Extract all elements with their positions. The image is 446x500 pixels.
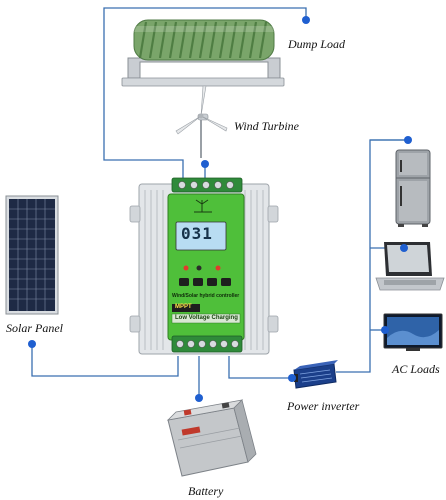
wind-turbine bbox=[176, 86, 227, 158]
node-tv bbox=[381, 326, 389, 334]
laptop-icon bbox=[376, 242, 444, 290]
hybrid-controller bbox=[130, 178, 278, 354]
controller-title: Wind/Solar hybrid controller bbox=[172, 293, 239, 299]
node-battery bbox=[195, 394, 203, 402]
refrigerator-icon bbox=[396, 150, 430, 227]
node-laptop bbox=[400, 244, 408, 252]
label-power-inverter: Power inverter bbox=[287, 399, 359, 414]
label-dump-load: Dump Load bbox=[288, 37, 345, 52]
node-inverter bbox=[288, 374, 296, 382]
label-solar-panel: Solar Panel bbox=[6, 321, 63, 336]
solar-panel bbox=[6, 196, 58, 314]
power-inverter-icon bbox=[294, 360, 338, 388]
tv-icon bbox=[384, 314, 442, 351]
node-dump-load bbox=[302, 16, 310, 24]
label-battery: Battery bbox=[188, 484, 223, 499]
node-solar-panel bbox=[28, 340, 36, 348]
label-ac-loads: AC Loads bbox=[392, 362, 440, 377]
node-fridge bbox=[404, 136, 412, 144]
lcd-reading: 031 bbox=[181, 224, 213, 243]
wire-inverter bbox=[229, 356, 292, 378]
node-wind-turbine bbox=[201, 160, 209, 168]
label-wind-turbine: Wind Turbine bbox=[234, 119, 299, 134]
battery-icon bbox=[168, 400, 256, 476]
controller-mode: Low Voltage Charging bbox=[175, 315, 238, 321]
controller-mppt: MPPT bbox=[175, 304, 192, 310]
dump-load-resistor bbox=[122, 20, 284, 86]
